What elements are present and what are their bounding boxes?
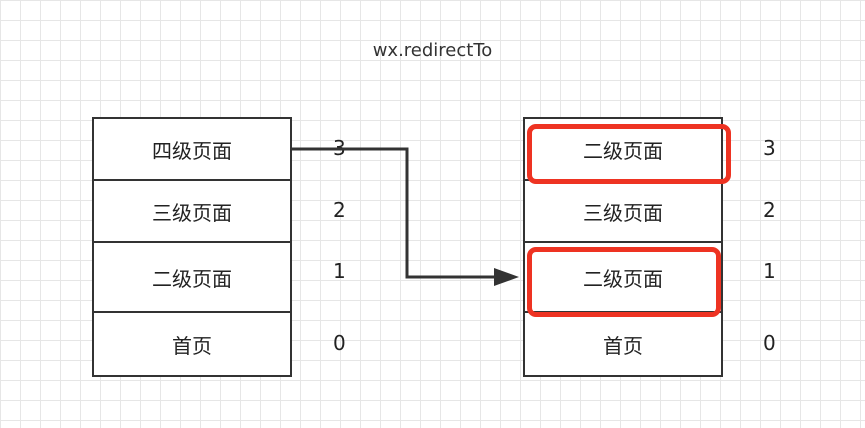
redirect-arrow-line [292,147,496,279]
left-stack-cell-1: 二级页面 [94,243,290,313]
left-stack-cell-3: 四级页面 [94,119,290,181]
right-stack-cell-2: 三级页面 [525,181,721,243]
left-stack-index-2: 2 [333,198,346,222]
left-stack-cell-0: 首页 [172,333,212,358]
right-stack-index-1: 1 [763,259,776,283]
right-stack-index-0: 0 [763,331,776,355]
left-stack-cell-2: 三级页面 [94,181,290,243]
redirect-arrow-head [494,268,519,286]
right-stack-index-2: 2 [763,198,776,222]
diagram-title: wx.redirectTo [372,40,493,61]
left-stack-index-0: 0 [333,331,346,355]
left-stack-index-1: 1 [333,259,346,283]
left-page-stack: 四级页面 三级页面 二级页面 首页 [92,117,292,377]
right-stack-cell-0: 首页 [603,333,643,358]
right-stack-index-3: 3 [763,136,776,160]
